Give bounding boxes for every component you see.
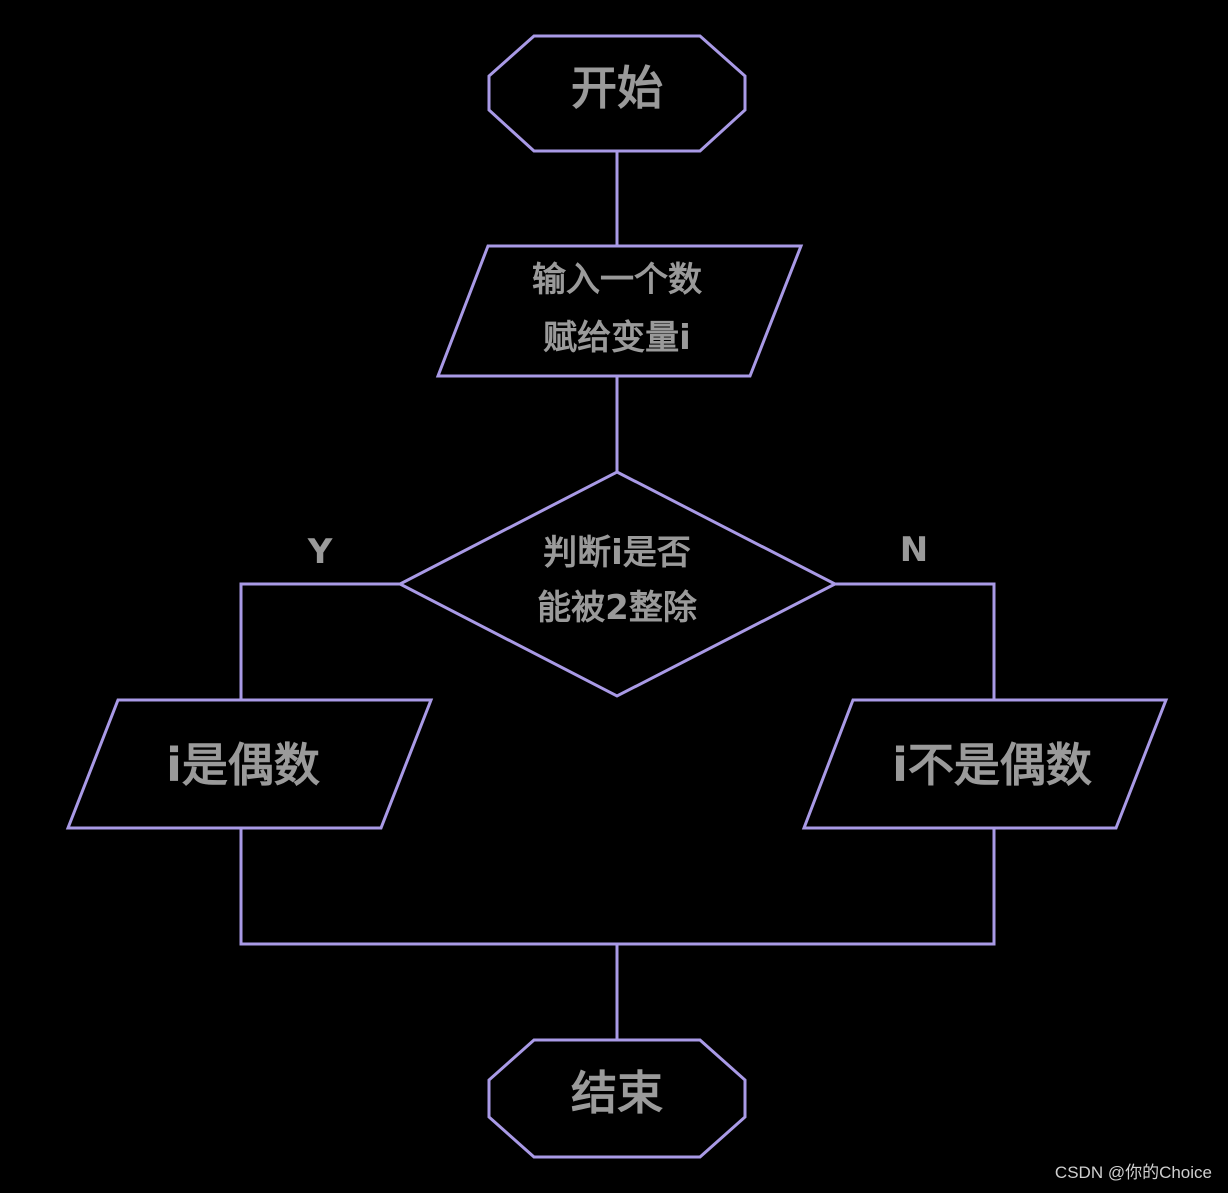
start-node: 开始 (487, 34, 747, 153)
start-label: 开始 (571, 61, 663, 115)
end-node: 结束 (487, 1038, 747, 1159)
yes-output-parallelogram-shape (65, 698, 434, 830)
merge-connector (239, 828, 996, 946)
watermark-text: CSDN @你的Choice (1054, 1163, 1212, 1182)
no-output-node: i不是偶数 (801, 698, 1169, 830)
decision-diamond-shape (396, 470, 839, 698)
end-terminal-shape (487, 1038, 747, 1159)
input-label-line-1: 输入一个数 (532, 260, 702, 300)
no-output-label: i不是偶数 (892, 738, 1092, 792)
no-branch-connector (835, 582, 996, 700)
yes-branch-connector (239, 582, 400, 700)
connectors (239, 151, 996, 1040)
input-node: 输入一个数 赋给变量i (435, 244, 804, 378)
end-label: 结束 (571, 1066, 663, 1120)
decision-node: 判断i是否 能被2整除 (396, 470, 839, 698)
decision-label-line-1: 判断i是否 (543, 533, 691, 573)
yes-output-label: i是偶数 (166, 738, 320, 792)
yes-output-node: i是偶数 (65, 698, 434, 830)
input-parallelogram-shape (435, 244, 804, 378)
start-terminal-shape (487, 34, 747, 153)
no-output-parallelogram-shape (801, 698, 1169, 830)
yes-branch-label: Y (307, 532, 333, 572)
decision-label-line-2: 能被2整除 (537, 588, 698, 628)
no-branch-label: N (900, 530, 928, 570)
input-label-line-2: 赋给变量i (543, 318, 691, 358)
